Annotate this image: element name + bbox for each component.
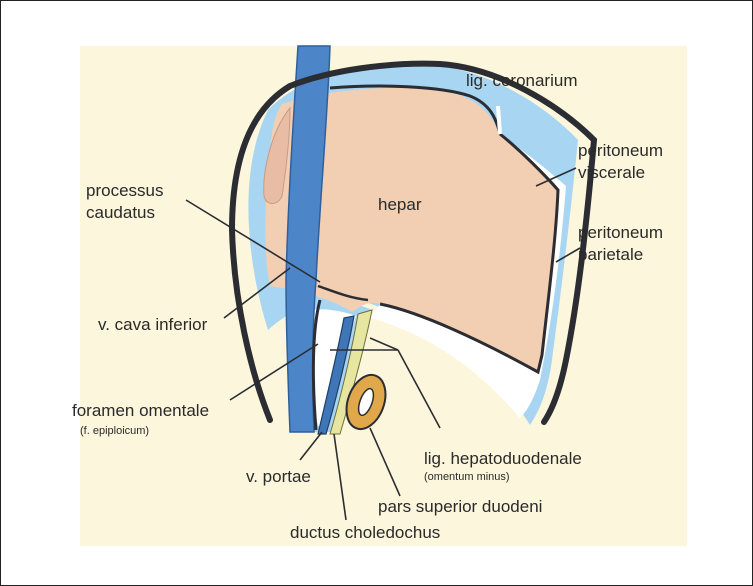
pointer-pars-superior: [370, 428, 400, 496]
label-peritoneum-viscerale-2: viscerale: [578, 163, 645, 182]
lig-coronarium-line: [498, 106, 500, 134]
label-foramen-2: (f. epiploicum): [80, 425, 149, 437]
label-foramen-1: foramen omentale: [72, 401, 209, 420]
label-v-cava: v. cava inferior: [98, 315, 208, 334]
label-peritoneum-parietale-1: peritoneum: [578, 223, 663, 242]
label-pars-superior: pars superior duodeni: [378, 497, 542, 516]
label-v-portae: v. portae: [246, 467, 311, 486]
label-peritoneum-viscerale-1: peritoneum: [578, 141, 663, 160]
label-lig-coronarium: lig. coronarium: [466, 71, 578, 90]
pointer-ductus: [334, 434, 346, 520]
label-processus-1: processus: [86, 181, 163, 200]
label-processus-2: caudatus: [86, 203, 155, 222]
label-lig-hepatoduodenale-1: lig. hepatoduodenale: [424, 449, 582, 468]
label-lig-hepatoduodenale-2: (omentum minus): [424, 471, 510, 483]
pointer-hepatoduodenale-3: [370, 338, 398, 350]
pointer-v-portae: [300, 432, 322, 460]
pointer-hepatoduodenale-2: [398, 350, 440, 428]
label-peritoneum-parietale-2: parietale: [578, 245, 643, 264]
label-hepar: hepar: [378, 195, 422, 214]
label-ductus: ductus choledochus: [290, 523, 440, 542]
